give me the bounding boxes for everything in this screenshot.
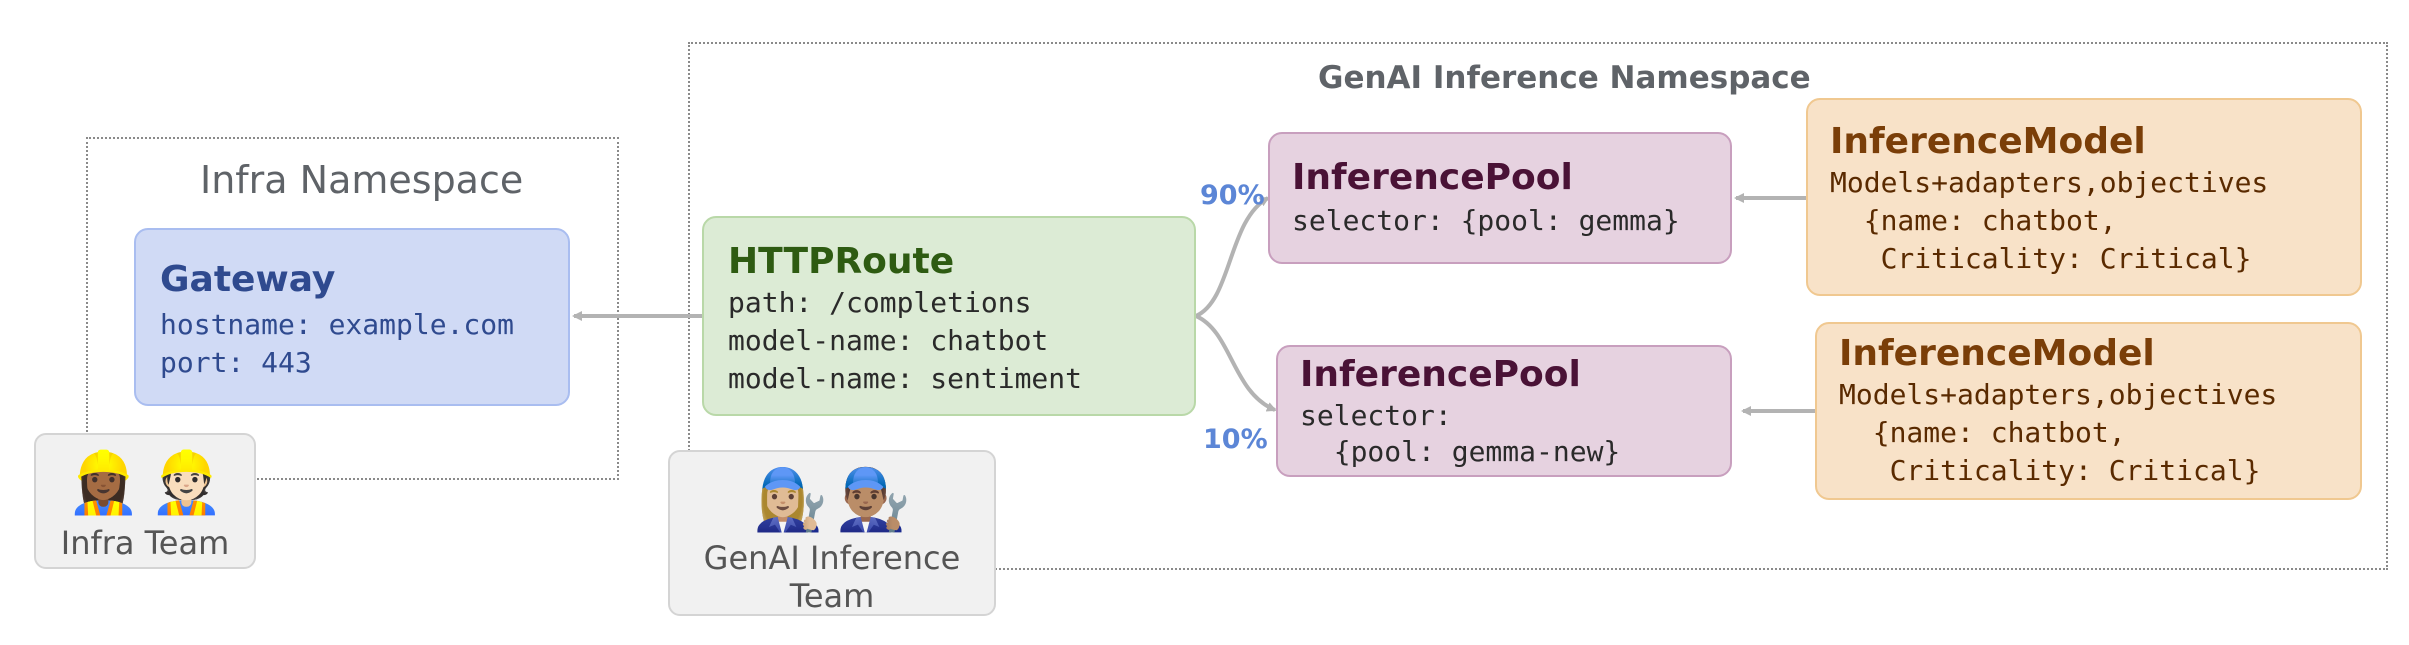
httproute-box: HTTPRoute path: /completions model-name:… [702,216,1196,416]
inference-pool-top-selector: selector: {pool: gemma} [1292,204,1680,237]
infra-namespace-frame [86,137,619,480]
httproute-line-path: path: /completions [728,286,1032,319]
inference-model-top-line-2: {name: chatbot, [1830,204,2117,237]
httproute-line-model-chatbot: model-name: chatbot [728,324,1049,357]
gateway-box: Gateway hostname: example.com port: 443 [134,228,570,406]
httproute-title: HTTPRoute [728,241,955,282]
split-bottom-percent: 10% [1203,424,1268,455]
inference-pool-bottom-selector-label: selector: [1300,399,1452,432]
httproute-line-model-sentiment: model-name: sentiment [728,362,1083,395]
genai-team-label-line2: Team [789,577,875,615]
inference-pool-bottom-box: InferencePool selector: {pool: gemma-new… [1276,345,1732,477]
inference-model-top-line-1: Models+adapters,objectives [1830,166,2269,199]
genai-team-card: 👩🏼‍🔧👨🏽‍🔧 GenAI Inference Team [668,450,996,616]
inference-model-top-title: InferenceModel [1830,121,2146,162]
inference-model-bottom-title: InferenceModel [1839,333,2155,374]
genai-namespace-title: GenAI Inference Namespace [1318,60,1811,96]
gateway-title: Gateway [160,259,336,300]
inference-pool-bottom-title: InferencePool [1300,354,1581,395]
inference-model-bottom-line-2: {name: chatbot, [1839,416,2126,449]
inference-model-bottom-box: InferenceModel Models+adapters,objective… [1815,322,2362,500]
mechanic-man-icon: 👨🏽‍🔧 [836,465,911,535]
inference-model-bottom-line-3: Criticality: Critical} [1839,454,2261,487]
mechanic-woman-icon: 👩🏼‍🔧 [753,465,828,535]
construction-worker-icon: 👷🏻 [149,448,224,518]
inference-pool-top-box: InferencePool selector: {pool: gemma} [1268,132,1732,264]
genai-namespace-frame [688,42,2388,570]
route-to-pool-top-arrow [1195,196,1270,318]
inference-pool-top-title: InferencePool [1292,157,1573,198]
infra-namespace-title: Infra Namespace [200,158,524,202]
gateway-line-hostname: hostname: example.com [160,308,515,341]
inference-model-bottom-line-1: Models+adapters,objectives [1839,378,2278,411]
infra-team-card: 👷🏾‍♀️👷🏻 Infra Team [34,433,256,569]
route-to-pool-bottom-arrow [1195,314,1277,412]
construction-worker-woman-icon: 👷🏾‍♀️ [66,448,141,518]
split-top-percent: 90% [1200,180,1265,211]
gateway-line-port: port: 443 [160,346,312,379]
genai-team-label-line1: GenAI Inference [703,539,961,577]
inference-model-top-line-3: Criticality: Critical} [1830,242,2252,275]
inference-pool-bottom-selector-value: {pool: gemma-new} [1300,435,1621,468]
infra-team-label: Infra Team [60,524,230,562]
inference-model-top-box: InferenceModel Models+adapters,objective… [1806,98,2362,296]
